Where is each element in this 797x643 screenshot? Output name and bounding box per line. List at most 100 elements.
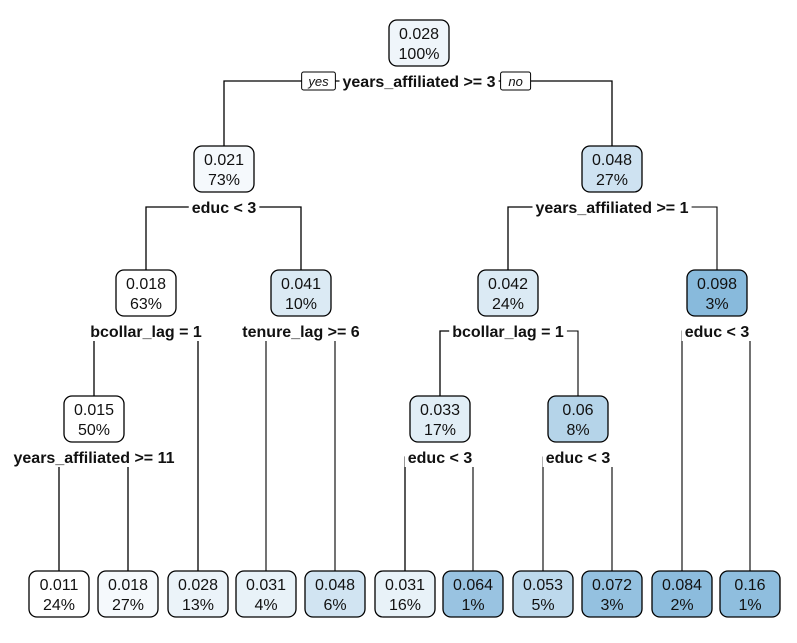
tree-node-12: 0.033 17% [409,395,471,443]
tree-node-6-value: 0.042 [488,276,528,293]
tree-node-5-percent: 10% [285,296,317,313]
tree-node-11: 0.048 6% [304,570,366,618]
tree-node-11-percent: 6% [323,597,346,614]
split-label-bg-12 [404,450,476,467]
tree-node-7-value: 0.098 [697,276,737,293]
tree-node-8: 0.015 50% [63,395,125,443]
tree-node-3-value: 0.048 [592,152,632,169]
tree-node-9-value: 0.028 [178,577,218,594]
tree-node-17: 0.018 27% [97,570,159,618]
tree-node-13-percent: 8% [566,422,589,439]
tree-node-17-value: 0.018 [108,577,148,594]
tree-node-14: 0.084 2% [651,570,713,618]
split-label-bg-6 [449,324,567,341]
tree-node-15: 0.161% [719,570,781,618]
tree-node-9-box [167,570,229,618]
tree-node-27-box [581,570,643,618]
edge-7-to-15 [717,330,751,571]
split-label-node-12: educ < 3 [408,450,473,467]
tree-node-25-value: 0.064 [453,577,493,594]
split-label-bg-7 [681,324,753,341]
tree-node-6: 0.042 24% [477,269,539,317]
tree-node-11-box [304,570,366,618]
tree-node-25-box [442,570,504,618]
edge-8-to-16 [58,456,94,571]
tree-node-24-value: 0.031 [385,577,425,594]
tree-node-1: 0.028 100% [388,19,450,67]
tree-node-17-percent: 27% [112,597,144,614]
tree-node-12-value: 0.033 [420,402,460,419]
split-label-bg-5 [239,324,363,341]
tree-node-10-box [235,570,297,618]
tree-node-13-box [547,395,609,443]
split-label-bg-3 [532,200,692,217]
tree-node-25: 0.064 1% [442,570,504,618]
edge-5-to-10 [265,330,301,571]
split-label-node-1: years_affiliated >= 3 [343,74,496,91]
tree-node-16-value: 0.011 [40,577,79,594]
tree-node-15-value: 0.16 [734,577,765,594]
edge-label-no-box [500,71,532,91]
tree-node-4-value: 0.018 [126,276,166,293]
tree-node-5: 0.041 10% [270,269,332,317]
split-label-node-5: tenure_lag >= 6 [242,324,359,341]
tree-node-1-value: 0.028 [399,26,439,43]
split-label-node-8: years_affiliated >= 11 [14,450,175,467]
split-label-node-13: educ < 3 [546,450,611,467]
tree-node-1-percent: 100% [399,46,440,63]
tree-node-24: 0.031 16% [374,570,436,618]
edge-12-to-24 [404,456,440,571]
split-label-bg-1 [339,74,499,91]
tree-node-8-percent: 50% [78,422,110,439]
split-label-bg-2 [188,200,260,217]
tree-node-14-percent: 2% [670,597,693,614]
tree-node-13-value: 0.06 [562,402,593,419]
tree-node-5-box [270,269,332,317]
tree-node-5-value: 0.041 [281,276,321,293]
tree-node-10-value: 0.031 [246,577,286,594]
split-label-bg-13 [542,450,614,467]
tree-node-16-box [28,570,90,618]
tree-node-4: 0.018 63% [115,269,177,317]
tree-node-11-value: 0.048 [315,577,355,594]
tree-node-10-percent: 4% [254,597,277,614]
tree-node-27-percent: 3% [600,597,623,614]
tree-node-13: 0.06 8% [547,395,609,443]
tree-node-2-value: 0.021 [204,152,244,169]
tree-node-25-percent: 1% [461,597,484,614]
tree-node-8-value: 0.015 [74,402,114,419]
edge-label-no-text: no [508,74,522,89]
tree-node-27-value: 0.072 [592,577,632,594]
edge-label-yes-box [301,71,336,91]
tree-node-14-value: 0.084 [662,577,702,594]
split-label-node-2: educ < 3 [192,200,257,217]
tree-node-7-percent: 3% [705,296,728,313]
tree-node-6-percent: 24% [492,296,524,313]
edge-label-no: no [500,71,532,91]
tree-node-4-percent: 63% [130,296,162,313]
tree-node-6-box [477,269,539,317]
split-label-node-3: years_affiliated >= 1 [536,200,689,217]
tree-node-12-percent: 17% [424,422,456,439]
tree-node-17-box [97,570,159,618]
tree-node-26-value: 0.053 [523,577,563,594]
edge-label-yes-text: yes [307,74,329,89]
edge-8-to-17 [94,456,129,571]
labels-layer: years_affiliated >= 3 educ < 3 years_affil… [10,71,753,467]
tree-node-24-percent: 16% [389,597,421,614]
tree-node-4-box [115,269,177,317]
split-label-node-4: bcollar_lag = 1 [90,324,202,341]
tree-node-3-percent: 27% [596,172,628,189]
tree-node-3: 0.048 27% [581,145,643,193]
tree-node-2-box [193,145,255,193]
edge-7-to-14 [681,330,717,571]
tree-node-8-box [63,395,125,443]
tree-node-3-box [581,145,643,193]
tree-node-26-box [512,570,574,618]
split-label-bg-4 [87,324,205,341]
